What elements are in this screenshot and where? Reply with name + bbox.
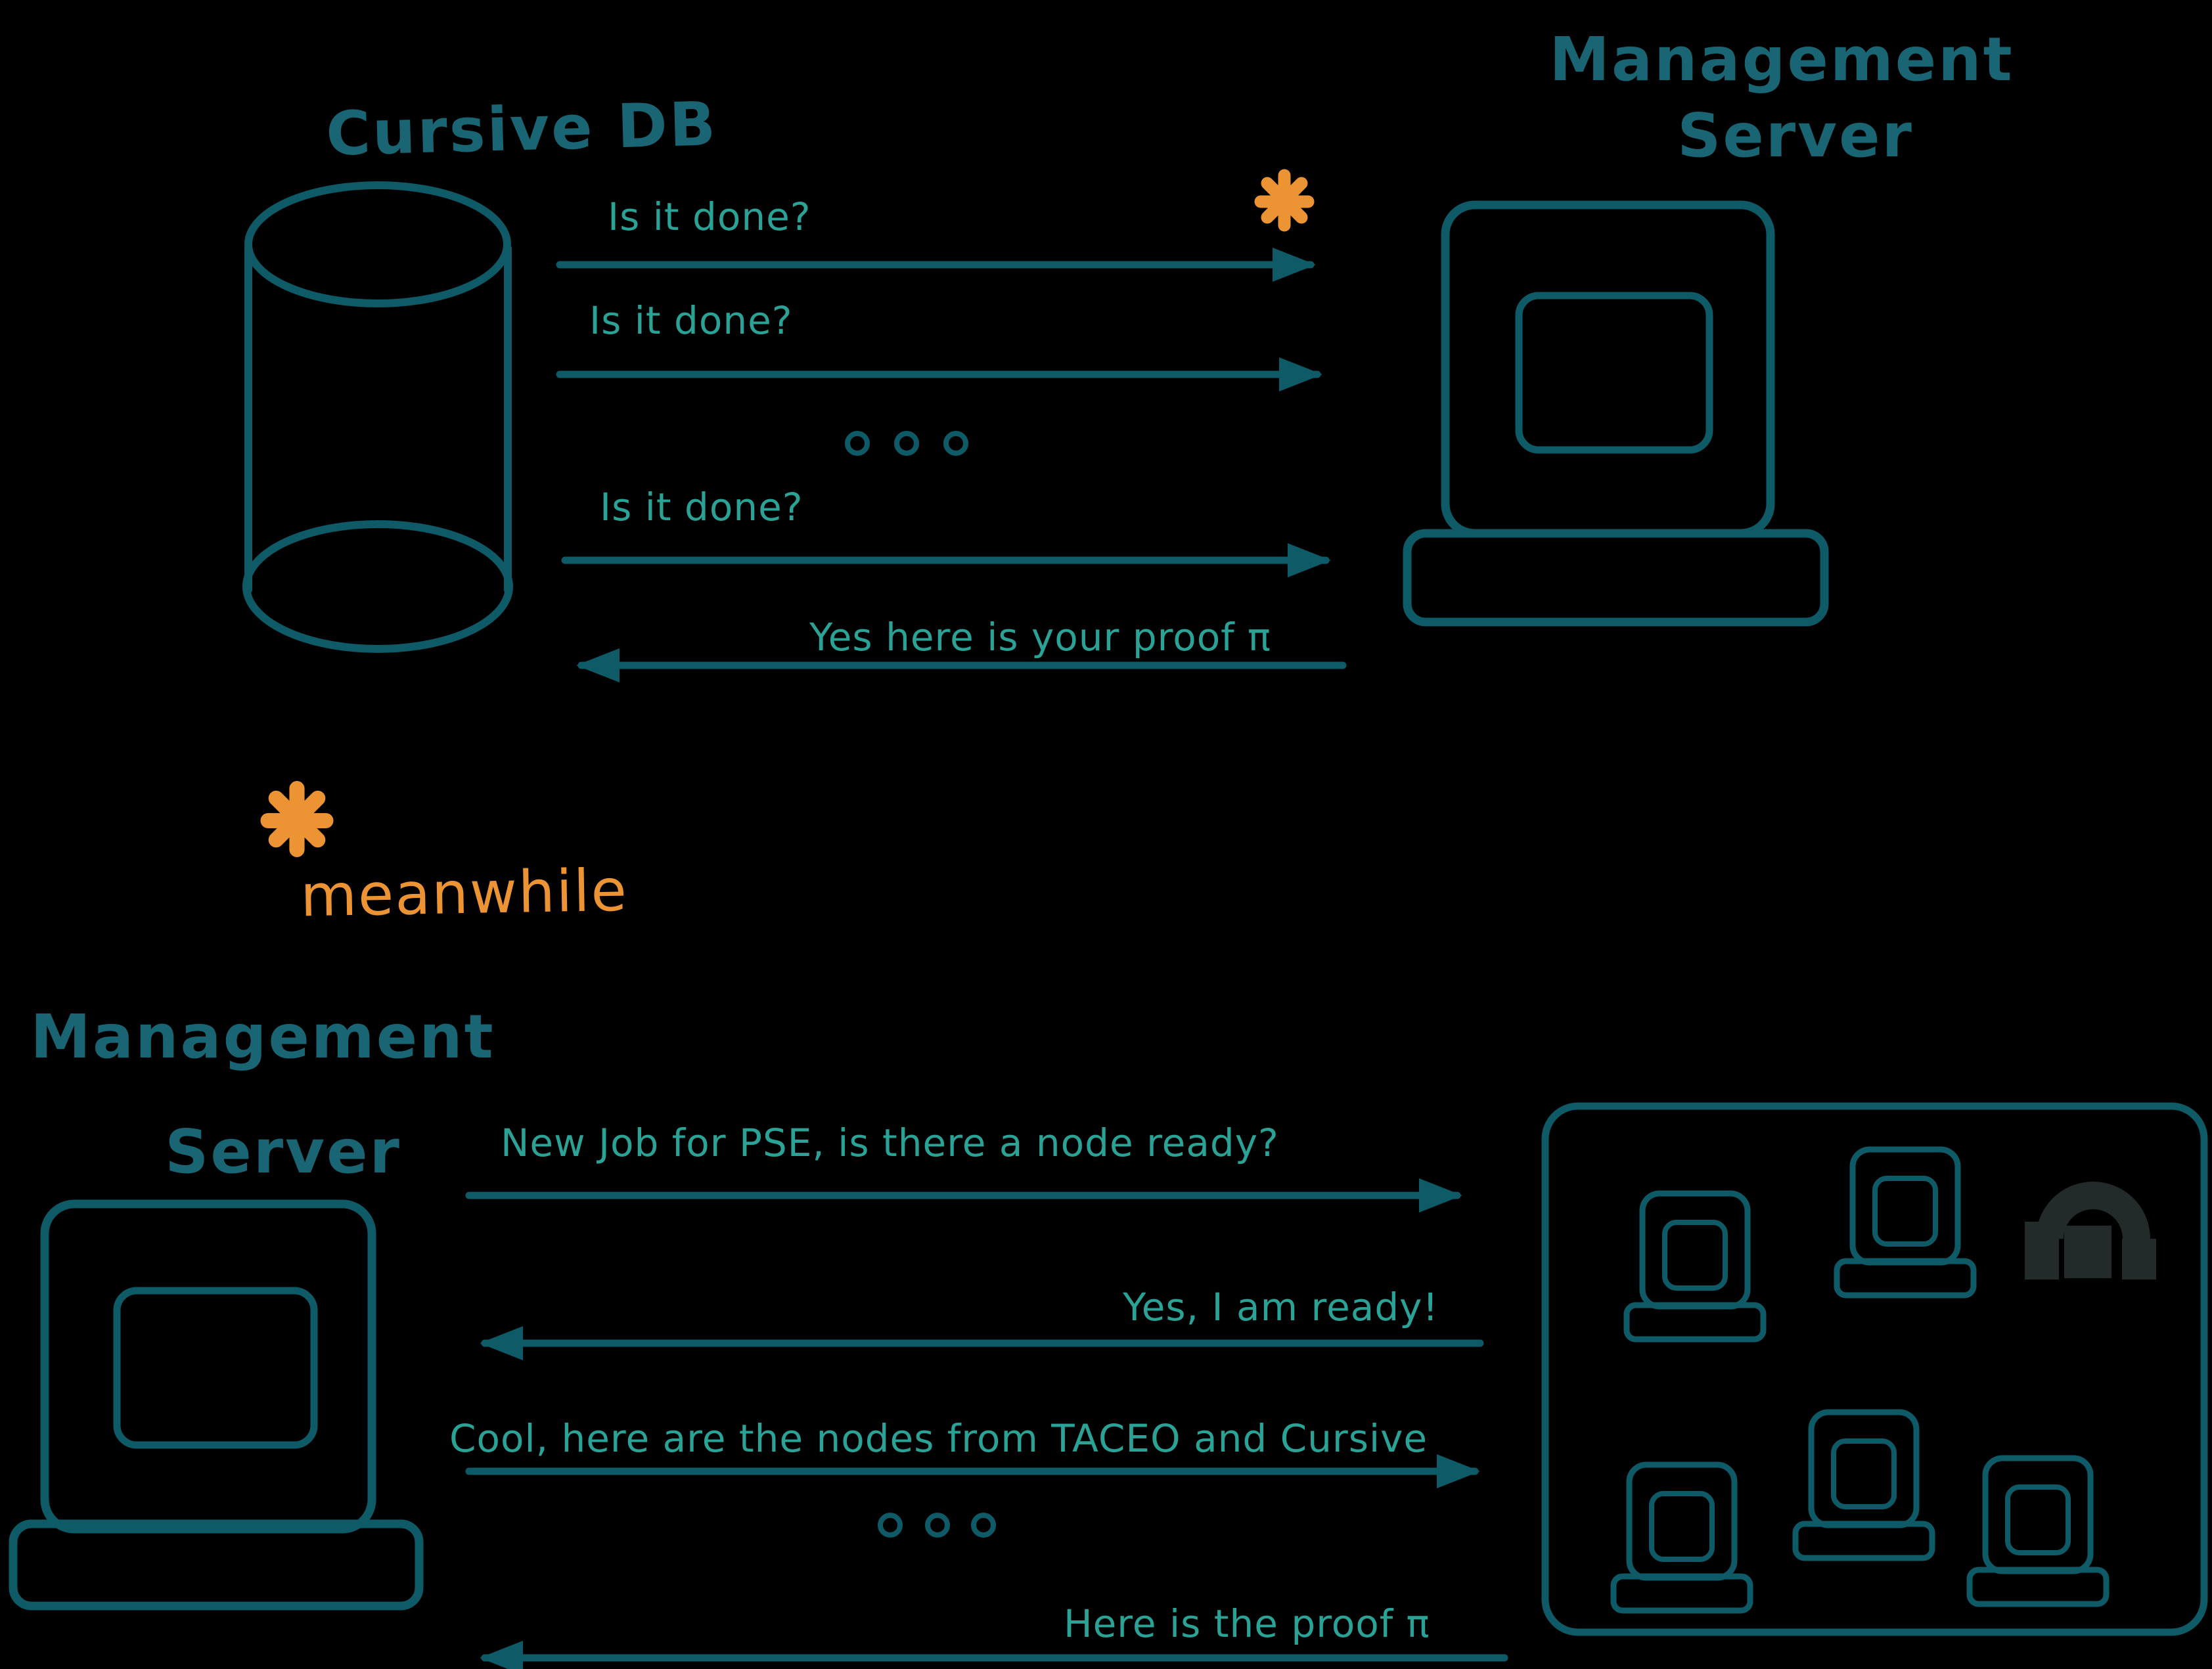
message-label: Yes, I am ready! bbox=[1122, 1285, 1439, 1329]
cluster-box bbox=[1541, 1102, 2208, 1636]
bottom-sequence: Management Server New Job for PSE, is th… bbox=[9, 1002, 2208, 1669]
message-label: Here is the proof π bbox=[1064, 1601, 1430, 1646]
message-label: New Job for PSE, is there a node ready? bbox=[501, 1121, 1279, 1165]
cluster-node-icon bbox=[1837, 1149, 1974, 1295]
asterisk-icon bbox=[268, 789, 326, 850]
message-label: Is it done? bbox=[608, 194, 811, 239]
cluster-node-icon bbox=[1627, 1193, 1763, 1339]
node-cluster bbox=[1541, 1102, 2208, 1636]
computer-icon-bottom-left bbox=[9, 1199, 424, 1611]
actor-title-management-line2: Management bbox=[30, 1002, 495, 1072]
cluster-node-icon bbox=[1795, 1412, 1932, 1558]
interlude: meanwhile bbox=[268, 789, 629, 930]
message-label: Is it done? bbox=[600, 485, 803, 529]
asterisk-icon bbox=[1261, 175, 1308, 225]
meanwhile-label: meanwhile bbox=[300, 857, 628, 930]
ellipsis-dots bbox=[878, 1513, 996, 1538]
message-label: Yes here is your proof π bbox=[809, 615, 1271, 659]
database-cylinder-icon bbox=[242, 181, 513, 653]
top-sequence: Cursive DB Management Server Is it done?… bbox=[242, 24, 2014, 682]
actor-title-cursive-db: Cursive DB bbox=[325, 89, 718, 169]
message-label: Cool, here are the nodes from TACEO and … bbox=[449, 1416, 1428, 1461]
ellipsis-dots bbox=[845, 431, 968, 456]
cluster-node-icon bbox=[1970, 1458, 2106, 1604]
pixelated-arch-logo-icon bbox=[2025, 1182, 2156, 1280]
actor-title-server-line1: Server bbox=[1677, 100, 1914, 171]
actor-title-server-line2: Server bbox=[165, 1117, 401, 1187]
actor-title-management-line1: Management bbox=[1549, 24, 2014, 95]
message-label: Is it done? bbox=[589, 298, 793, 343]
computer-icon-top-right bbox=[1403, 200, 1829, 627]
cluster-node-icon bbox=[1614, 1465, 1750, 1611]
